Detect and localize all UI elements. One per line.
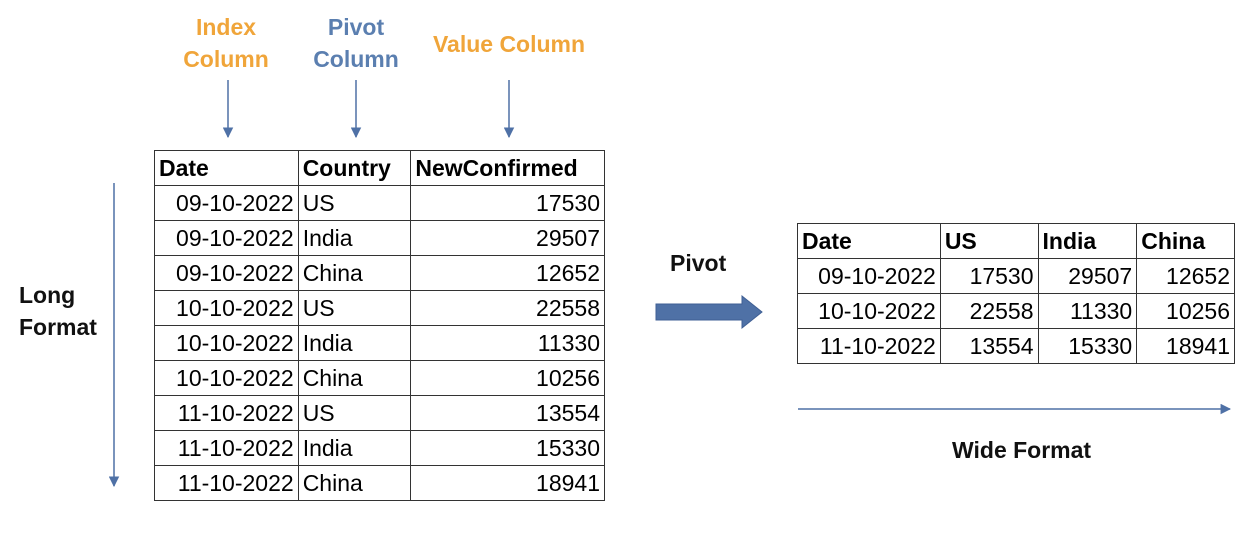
table-row: 11-10-2022 India 15330 bbox=[154, 430, 605, 466]
header-cell: Date bbox=[154, 150, 299, 186]
header-cell: NewConfirmed bbox=[410, 150, 605, 186]
pivot-column-label: Pivot Column bbox=[313, 14, 399, 72]
long-format-table: Date Country NewConfirmed 09-10-2022 US … bbox=[154, 150, 605, 501]
value-cell: 22558 bbox=[410, 290, 605, 326]
value-cell: 18941 bbox=[1136, 328, 1235, 364]
index-column-label: Index Column bbox=[183, 14, 269, 72]
date-cell: 09-10-2022 bbox=[154, 220, 299, 256]
date-cell: 10-10-2022 bbox=[154, 360, 299, 396]
table-row: 09-10-2022 India 29507 bbox=[154, 220, 605, 256]
date-cell: 10-10-2022 bbox=[154, 325, 299, 361]
table-row: 10-10-2022 China 10256 bbox=[154, 360, 605, 396]
value-cell: 29507 bbox=[410, 220, 605, 256]
value-cell: 17530 bbox=[410, 185, 605, 221]
value-cell: 11330 bbox=[1037, 293, 1138, 329]
value-cell: 15330 bbox=[1037, 328, 1138, 364]
table-row: 11-10-2022 China 18941 bbox=[154, 465, 605, 501]
country-cell: India bbox=[297, 430, 412, 466]
table-row: 11-10-2022 13554 15330 18941 bbox=[797, 328, 1235, 364]
date-cell: 09-10-2022 bbox=[154, 255, 299, 291]
country-cell: US bbox=[297, 395, 412, 431]
value-cell: 22558 bbox=[939, 293, 1039, 329]
table-row: 09-10-2022 17530 29507 12652 bbox=[797, 258, 1235, 294]
value-cell: 10256 bbox=[410, 360, 605, 396]
header-cell: Country bbox=[297, 150, 412, 186]
country-cell: India bbox=[297, 325, 412, 361]
table-row: 10-10-2022 India 11330 bbox=[154, 325, 605, 361]
wide-format-label: Wide Format bbox=[952, 437, 1092, 463]
value-cell: 12652 bbox=[1136, 258, 1235, 294]
date-cell: 11-10-2022 bbox=[797, 328, 941, 364]
table-row: 09-10-2022 China 12652 bbox=[154, 255, 605, 291]
country-cell: US bbox=[297, 185, 412, 221]
country-cell: China bbox=[297, 465, 412, 501]
date-cell: 11-10-2022 bbox=[154, 465, 299, 501]
table-row: 10-10-2022 22558 11330 10256 bbox=[797, 293, 1235, 329]
value-cell: 15330 bbox=[410, 430, 605, 466]
date-cell: 09-10-2022 bbox=[154, 185, 299, 221]
date-cell: 09-10-2022 bbox=[797, 258, 941, 294]
value-cell: 12652 bbox=[410, 255, 605, 291]
date-cell: 11-10-2022 bbox=[154, 430, 299, 466]
date-cell: 10-10-2022 bbox=[154, 290, 299, 326]
date-cell: 11-10-2022 bbox=[154, 395, 299, 431]
long-format-label: Long Format bbox=[19, 282, 97, 340]
value-cell: 11330 bbox=[410, 325, 605, 361]
country-cell: China bbox=[297, 255, 412, 291]
pivot-block-arrow bbox=[655, 294, 763, 330]
country-cell: China bbox=[297, 360, 412, 396]
table-row: 09-10-2022 US 17530 bbox=[154, 185, 605, 221]
table-header-row: Date Country NewConfirmed bbox=[154, 150, 605, 186]
value-cell: 10256 bbox=[1136, 293, 1235, 329]
value-cell: 29507 bbox=[1037, 258, 1138, 294]
value-cell: 18941 bbox=[410, 465, 605, 501]
header-cell: Date bbox=[797, 223, 941, 259]
value-cell: 13554 bbox=[939, 328, 1039, 364]
header-cell: India bbox=[1037, 223, 1138, 259]
header-cell: US bbox=[939, 223, 1039, 259]
value-column-label: Value Column bbox=[432, 31, 586, 57]
table-header-row: Date US India China bbox=[797, 223, 1235, 259]
header-cell: China bbox=[1136, 223, 1235, 259]
table-row: 11-10-2022 US 13554 bbox=[154, 395, 605, 431]
pivot-label: Pivot bbox=[670, 250, 727, 276]
table-row: 10-10-2022 US 22558 bbox=[154, 290, 605, 326]
wide-format-table: Date US India China 09-10-2022 17530 295… bbox=[797, 223, 1235, 364]
country-cell: India bbox=[297, 220, 412, 256]
date-cell: 10-10-2022 bbox=[797, 293, 941, 329]
value-cell: 17530 bbox=[939, 258, 1039, 294]
country-cell: US bbox=[297, 290, 412, 326]
value-cell: 13554 bbox=[410, 395, 605, 431]
